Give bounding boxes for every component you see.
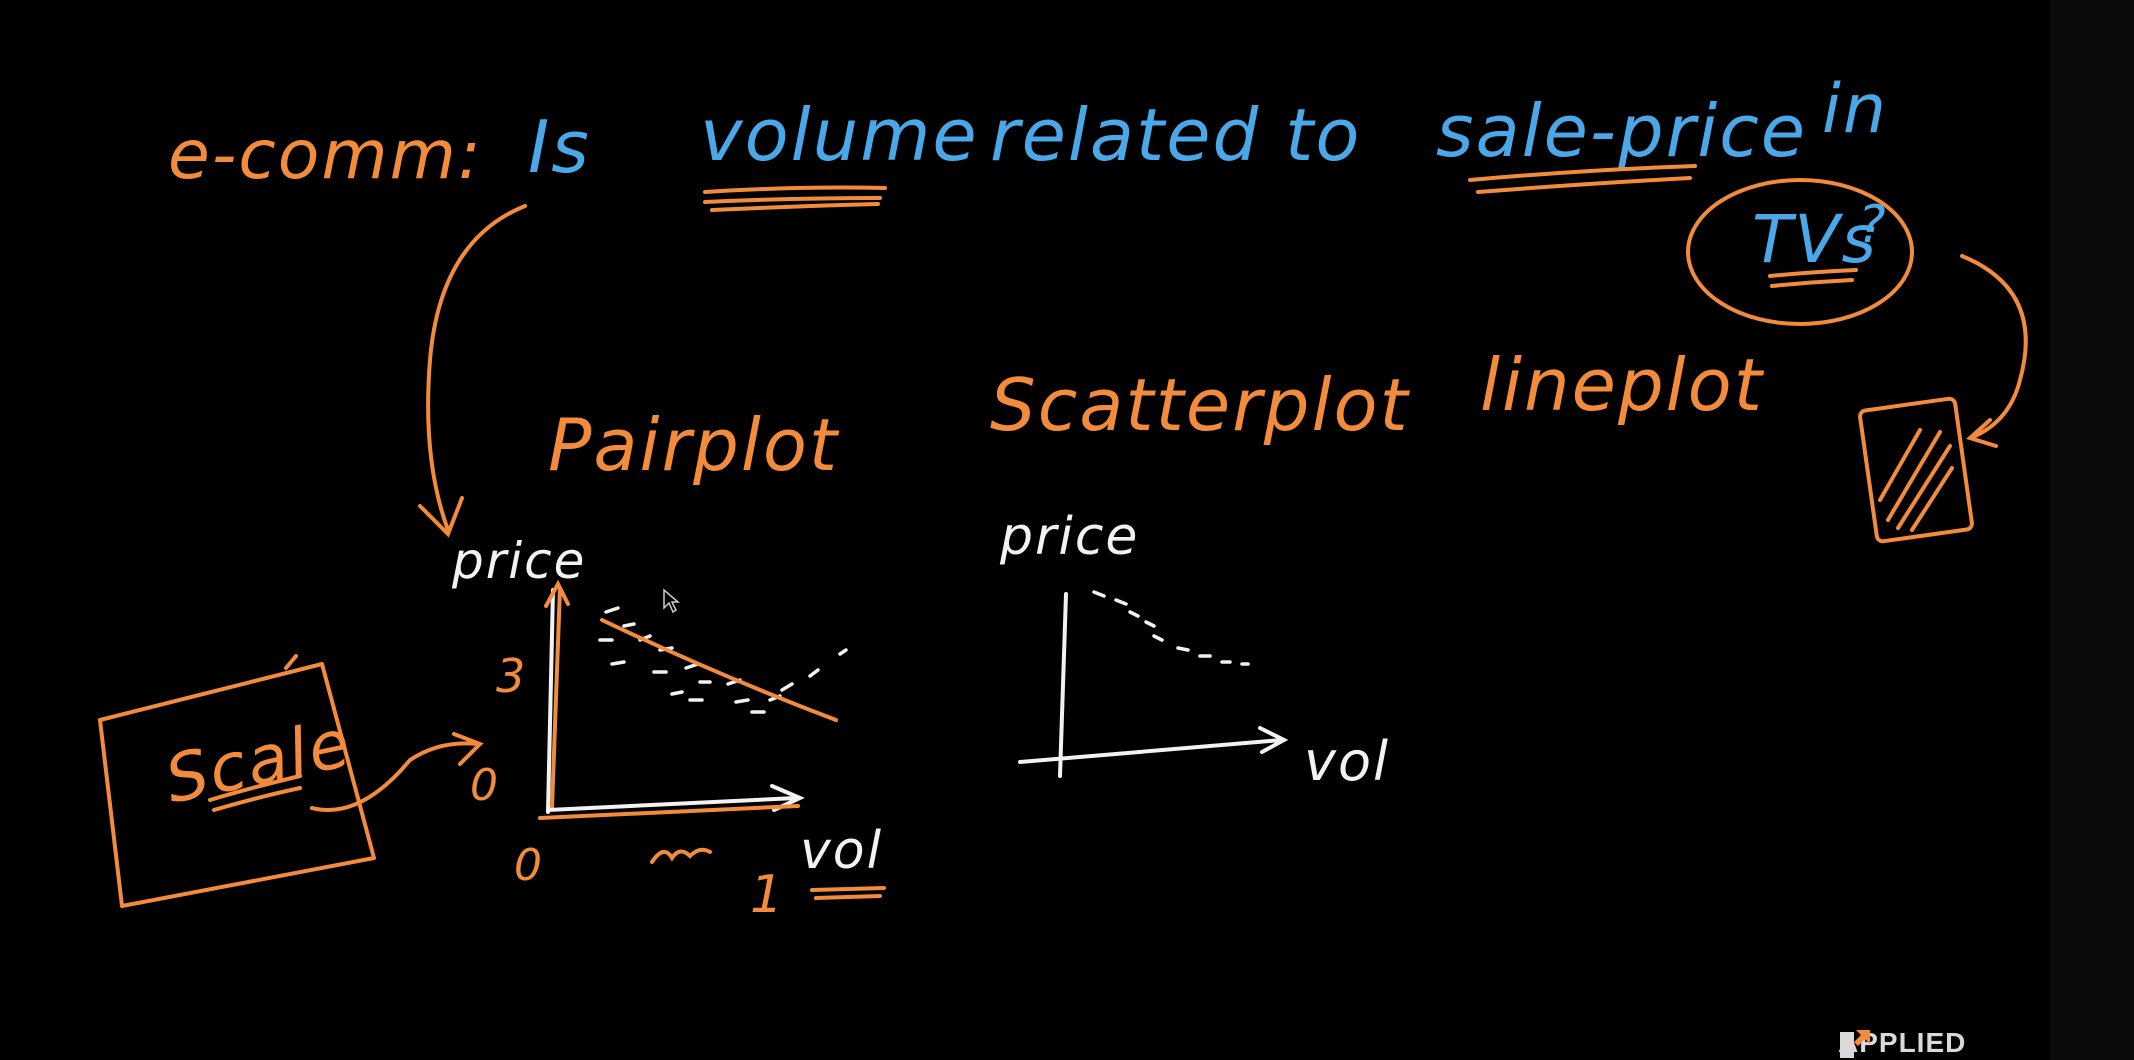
heading-prefix: e-comm: — [168, 116, 483, 195]
option-lineplot: lineplot — [1480, 343, 1765, 427]
tv-sketch-hatch — [1878, 428, 1954, 532]
scale-box-label: Scale — [159, 704, 358, 818]
right-edge-strip — [2050, 0, 2134, 1060]
tvs-circle — [1686, 178, 1914, 326]
left-trend-line — [600, 618, 838, 722]
left-y-axis — [546, 588, 555, 814]
is-arrow — [426, 204, 527, 532]
scale-box — [98, 662, 376, 908]
middle-x-axis — [1018, 726, 1289, 764]
middle-y-axis-label: price — [999, 507, 1139, 567]
left-x-axis-orange — [538, 804, 800, 820]
left-y-tick-top: 3 — [496, 649, 527, 703]
heading-word-volume: volume — [700, 93, 979, 177]
option-scatterplot: Scatterplot — [990, 363, 1411, 447]
left-scatter-points — [598, 606, 848, 714]
heading-word-is: Is — [528, 105, 591, 189]
left-y-axis-label: price — [451, 532, 586, 590]
scale-underline — [208, 774, 302, 812]
scale-arrow-head — [452, 732, 484, 766]
tvs-arrow-head — [1966, 418, 1998, 448]
option-pairplot: Pairplot — [548, 403, 840, 487]
left-x-squiggle — [650, 847, 712, 864]
volume-underline — [703, 185, 887, 212]
tvs-underline — [1768, 268, 1858, 288]
left-x-tick-zero: 0 — [514, 840, 544, 891]
heading-question-mark: ? — [1858, 195, 1888, 255]
scale-box-tick — [284, 654, 298, 670]
left-x-tick-end: 1 — [750, 865, 785, 925]
middle-y-axis — [1058, 592, 1068, 778]
left-y-tick-zero: 0 — [470, 760, 500, 811]
is-arrow-head — [418, 496, 464, 538]
middle-x-axis-label: vol — [1304, 730, 1390, 793]
left-x-tick-underline — [810, 886, 886, 900]
scale-arrow — [310, 741, 480, 812]
tvs-arrow — [1960, 254, 2028, 438]
heading-word-related-to: related to — [990, 93, 1361, 177]
sale-price-underline — [1468, 164, 1697, 194]
heading-word-in: in — [1822, 70, 1888, 149]
applied-logo: APPLIED — [1838, 1026, 1966, 1060]
cursor-icon — [663, 588, 681, 614]
arrow-square-icon — [1840, 1030, 1870, 1058]
left-y-axis-orange — [544, 579, 570, 810]
middle-scatter-points — [1092, 590, 1250, 666]
tv-sketch-box — [1858, 396, 1974, 544]
left-x-axis-label: vol — [800, 821, 883, 881]
heading-word-tvs: TVs — [1752, 201, 1878, 278]
heading-word-sale-price: sale-price — [1436, 89, 1807, 173]
